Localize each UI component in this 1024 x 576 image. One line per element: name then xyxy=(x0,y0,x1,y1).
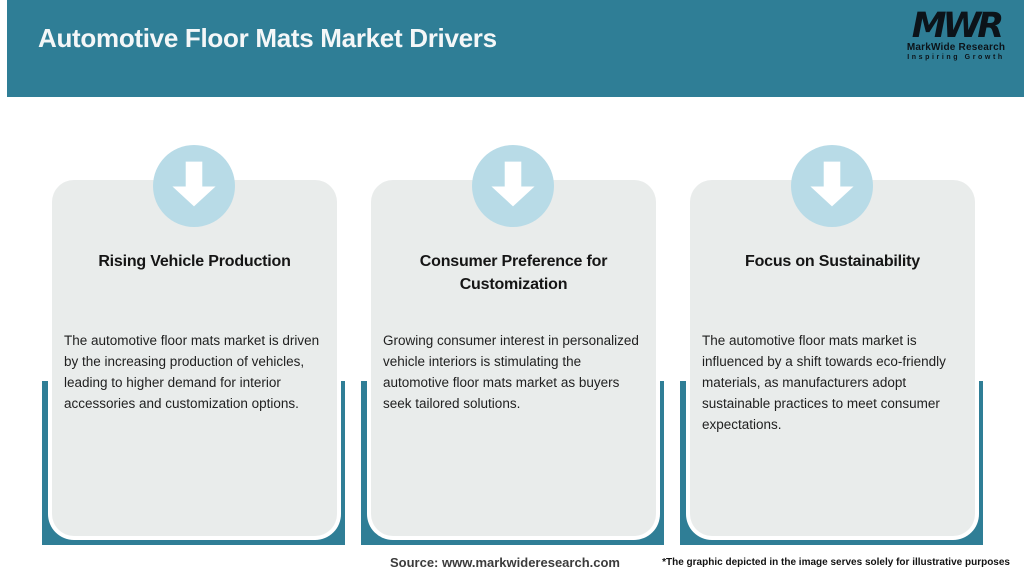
icon-circle xyxy=(153,145,235,227)
brand-logo: MWR MarkWide Research Inspiring Growth xyxy=(904,8,1008,61)
footer-source: Source: www.markwideresearch.com xyxy=(389,555,620,570)
card-description: The automotive floor mats market is infl… xyxy=(702,333,946,432)
icon-circle xyxy=(791,145,873,227)
down-arrow-icon xyxy=(806,159,858,213)
card-title: Focus on Sustainability xyxy=(745,253,920,270)
card-title: Consumer Preference for Customization xyxy=(419,253,608,293)
footer-disclaimer: *The graphic depicted in the image serve… xyxy=(662,557,1010,568)
down-arrow-icon xyxy=(487,159,539,213)
card-description: Growing consumer interest in personalize… xyxy=(383,333,639,411)
card-title: Rising Vehicle Production xyxy=(98,253,291,270)
icon-circle xyxy=(472,145,554,227)
logo-tagline: Inspiring Growth xyxy=(907,54,1005,61)
down-arrow-icon xyxy=(168,159,220,213)
logo-monogram: MWR xyxy=(911,6,1004,46)
header-bar: Automotive Floor Mats Market Drivers MWR… xyxy=(7,0,1024,97)
driver-card-focus-on-sustainability: Focus on Sustainability The automotive f… xyxy=(690,180,975,536)
driver-card-consumer-preference: Consumer Preference for Customization Gr… xyxy=(371,180,656,536)
card-description: The automotive floor mats market is driv… xyxy=(64,333,320,411)
page-title: Automotive Floor Mats Market Drivers xyxy=(38,23,497,53)
driver-card-rising-vehicle-production: Rising Vehicle Production The automotive… xyxy=(52,180,337,536)
logo-name: MarkWide Research xyxy=(906,42,1006,53)
